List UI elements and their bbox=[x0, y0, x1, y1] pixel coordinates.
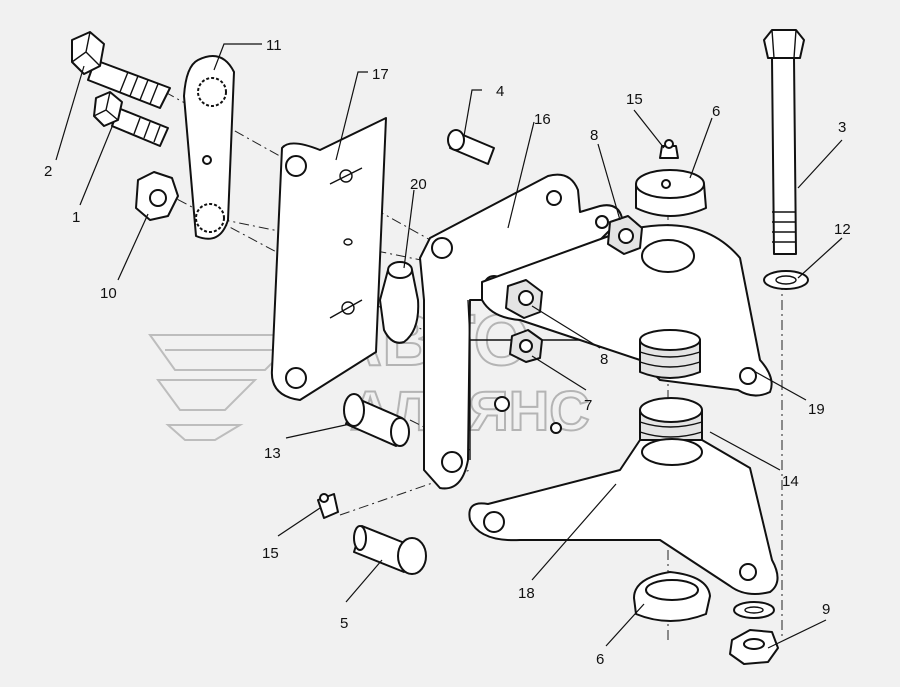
callout-11: 11 bbox=[266, 37, 282, 54]
leader-lines bbox=[55, 43, 843, 649]
part-grease-fitting-upper bbox=[659, 139, 679, 159]
part-bushing-lower bbox=[639, 397, 703, 447]
callout-2: 2 bbox=[44, 163, 52, 180]
callout-15-lower: 15 bbox=[262, 545, 279, 562]
callout-18: 18 bbox=[518, 585, 535, 602]
part-bolt-long bbox=[71, 31, 171, 109]
part-nut-8b bbox=[505, 279, 543, 319]
part-latch bbox=[379, 261, 420, 344]
callout-14: 14 bbox=[782, 473, 799, 490]
part-shim-plate bbox=[270, 117, 387, 401]
part-bolt-short bbox=[93, 91, 169, 147]
part-lower-arm bbox=[468, 438, 779, 595]
callout-19: 19 bbox=[808, 401, 825, 418]
callout-20: 20 bbox=[410, 176, 427, 193]
part-cap-lower bbox=[633, 571, 711, 622]
watermark-logo bbox=[148, 334, 303, 441]
callout-6-upper: 6 bbox=[712, 103, 720, 120]
callout-7: 7 bbox=[584, 397, 592, 414]
part-bushing-upper bbox=[639, 329, 701, 379]
callout-9: 9 bbox=[822, 601, 830, 618]
part-nut-7 bbox=[509, 329, 543, 363]
part-pin bbox=[447, 129, 495, 165]
part-washer-lower bbox=[733, 601, 775, 619]
part-nut bbox=[135, 171, 179, 221]
callout-1: 1 bbox=[72, 209, 80, 226]
part-nut-8a bbox=[607, 215, 643, 255]
callout-15-upper: 15 bbox=[626, 91, 643, 108]
callout-6-lower: 6 bbox=[596, 651, 604, 668]
part-sleeve bbox=[343, 393, 410, 447]
part-headed-pin bbox=[353, 525, 427, 575]
callout-labels: 2 1 10 11 17 20 4 16 8 15 6 3 12 8 7 19 … bbox=[44, 37, 851, 668]
callout-17: 17 bbox=[372, 66, 389, 83]
part-cap-upper bbox=[635, 169, 707, 217]
callout-8-upper: 8 bbox=[590, 127, 598, 144]
part-grease-fitting-lower bbox=[317, 493, 339, 519]
part-washer-upper bbox=[763, 270, 809, 290]
callout-13: 13 bbox=[264, 445, 281, 462]
part-bolt-vertical bbox=[763, 29, 805, 255]
callout-8-lower: 8 bbox=[600, 351, 608, 368]
part-link-plate bbox=[183, 55, 235, 240]
callout-10: 10 bbox=[100, 285, 117, 302]
callout-5: 5 bbox=[340, 615, 348, 632]
part-nut-lower bbox=[729, 629, 779, 665]
callout-16: 16 bbox=[534, 111, 551, 128]
callout-3: 3 bbox=[838, 119, 846, 136]
callout-4: 4 bbox=[496, 83, 504, 100]
callout-12: 12 bbox=[834, 221, 851, 238]
